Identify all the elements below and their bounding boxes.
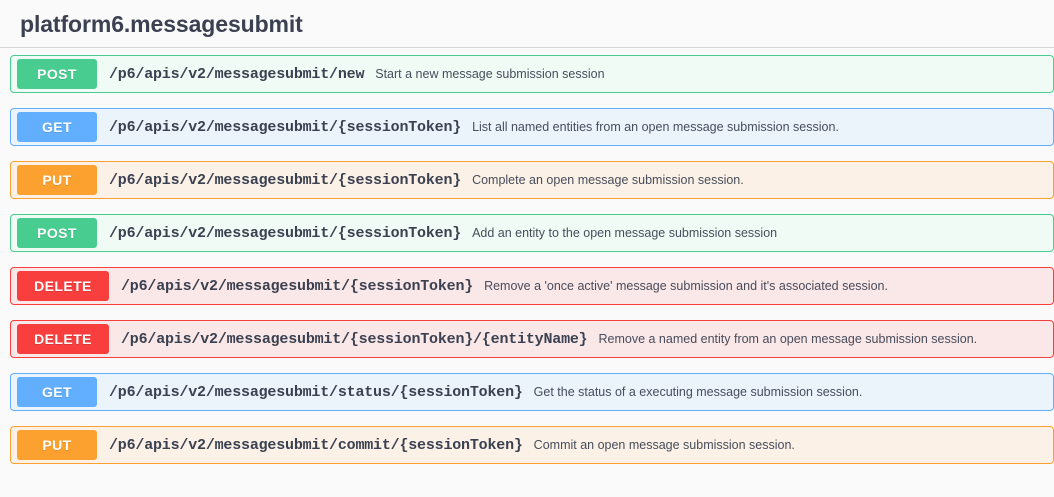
http-method-badge-put: PUT — [17, 430, 97, 460]
operation-path: /p6/apis/v2/messagesubmit/{sessionToken} — [109, 118, 462, 136]
operation-path: /p6/apis/v2/messagesubmit/commit/{sessio… — [109, 436, 523, 454]
operation-summary: Remove a named entity from an open messa… — [598, 332, 978, 346]
operation-summary: Complete an open message submission sess… — [472, 173, 744, 187]
operation-summary: Start a new message submission session — [375, 67, 605, 81]
operation-row[interactable]: GET/p6/apis/v2/messagesubmit/status/{ses… — [10, 373, 1054, 411]
operation-summary: Add an entity to the open message submis… — [472, 226, 778, 240]
http-method-badge-post: POST — [17, 218, 97, 248]
operation-path: /p6/apis/v2/messagesubmit/new — [109, 65, 365, 83]
http-method-badge-get: GET — [17, 377, 97, 407]
operation-path: /p6/apis/v2/messagesubmit/{sessionToken} — [109, 224, 462, 242]
http-method-badge-delete: DELETE — [17, 324, 109, 354]
operation-row[interactable]: GET/p6/apis/v2/messagesubmit/{sessionTok… — [10, 108, 1054, 146]
http-method-badge-put: PUT — [17, 165, 97, 195]
operation-path: /p6/apis/v2/messagesubmit/status/{sessio… — [109, 383, 523, 401]
operation-row[interactable]: POST/p6/apis/v2/messagesubmit/new Start a… — [10, 55, 1054, 93]
operation-path: /p6/apis/v2/messagesubmit/{sessionToken}… — [121, 330, 588, 348]
operation-path: /p6/apis/v2/messagesubmit/{sessionToken} — [121, 277, 474, 295]
operation-row[interactable]: DELETE/p6/apis/v2/messagesubmit/{session… — [10, 267, 1054, 305]
operation-row[interactable]: DELETE/p6/apis/v2/messagesubmit/{session… — [10, 320, 1054, 358]
tag-header[interactable]: platform6.messagesubmit — [0, 0, 1054, 46]
operation-row[interactable]: POST/p6/apis/v2/messagesubmit/{sessionTo… — [10, 214, 1054, 252]
http-method-badge-delete: DELETE — [17, 271, 109, 301]
operations-list: POST/p6/apis/v2/messagesubmit/new Start a… — [0, 48, 1054, 464]
operation-summary: Remove a 'once active' message submissio… — [484, 279, 888, 293]
operation-row[interactable]: PUT/p6/apis/v2/messagesubmit/{sessionTok… — [10, 161, 1054, 199]
operation-summary: Get the status of a executing message su… — [533, 385, 863, 399]
tag-section-platform6-messagesubmit: platform6.messagesubmit POST/p6/apis/v2/… — [0, 0, 1054, 464]
operation-path: /p6/apis/v2/messagesubmit/{sessionToken} — [109, 171, 462, 189]
http-method-badge-get: GET — [17, 112, 97, 142]
operation-summary: List all named entities from an open mes… — [472, 120, 839, 134]
operation-summary: Commit an open message submission sessio… — [533, 438, 795, 452]
page-title: platform6.messagesubmit — [20, 11, 303, 37]
tag-divider — [0, 47, 1054, 48]
http-method-badge-post: POST — [17, 59, 97, 89]
operation-row[interactable]: PUT/p6/apis/v2/messagesubmit/commit/{ses… — [10, 426, 1054, 464]
